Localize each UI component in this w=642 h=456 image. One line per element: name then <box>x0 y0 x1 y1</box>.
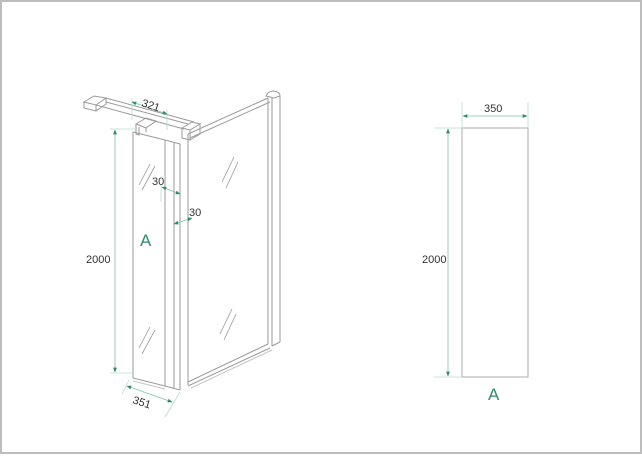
panel-a-label-iso: A <box>140 231 152 250</box>
panel-a-iso <box>132 131 181 391</box>
height-value-front: 2000 <box>422 254 446 266</box>
arm-length-value: 321 <box>140 97 161 114</box>
main-glass-panel <box>187 90 281 389</box>
isometric-view: 321 2000 30 30 A 351 <box>82 90 281 418</box>
base-width-value: 351 <box>131 394 152 411</box>
height-value-iso: 2000 <box>86 254 110 266</box>
panel-a-label-front: A <box>488 385 500 404</box>
dimension-arm-length: 321 <box>131 97 168 130</box>
panel-a-front <box>461 127 529 378</box>
width-value-front: 350 <box>484 103 502 115</box>
front-view: 350 2000 A <box>422 102 529 404</box>
profile-depth-2-value: 30 <box>189 207 201 219</box>
dimension-height-iso: 2000 <box>86 128 135 374</box>
dimension-base-width: 351 <box>121 379 181 418</box>
profile-depth-1-value: 30 <box>152 176 164 188</box>
dimension-profile: 30 30 <box>152 176 201 225</box>
